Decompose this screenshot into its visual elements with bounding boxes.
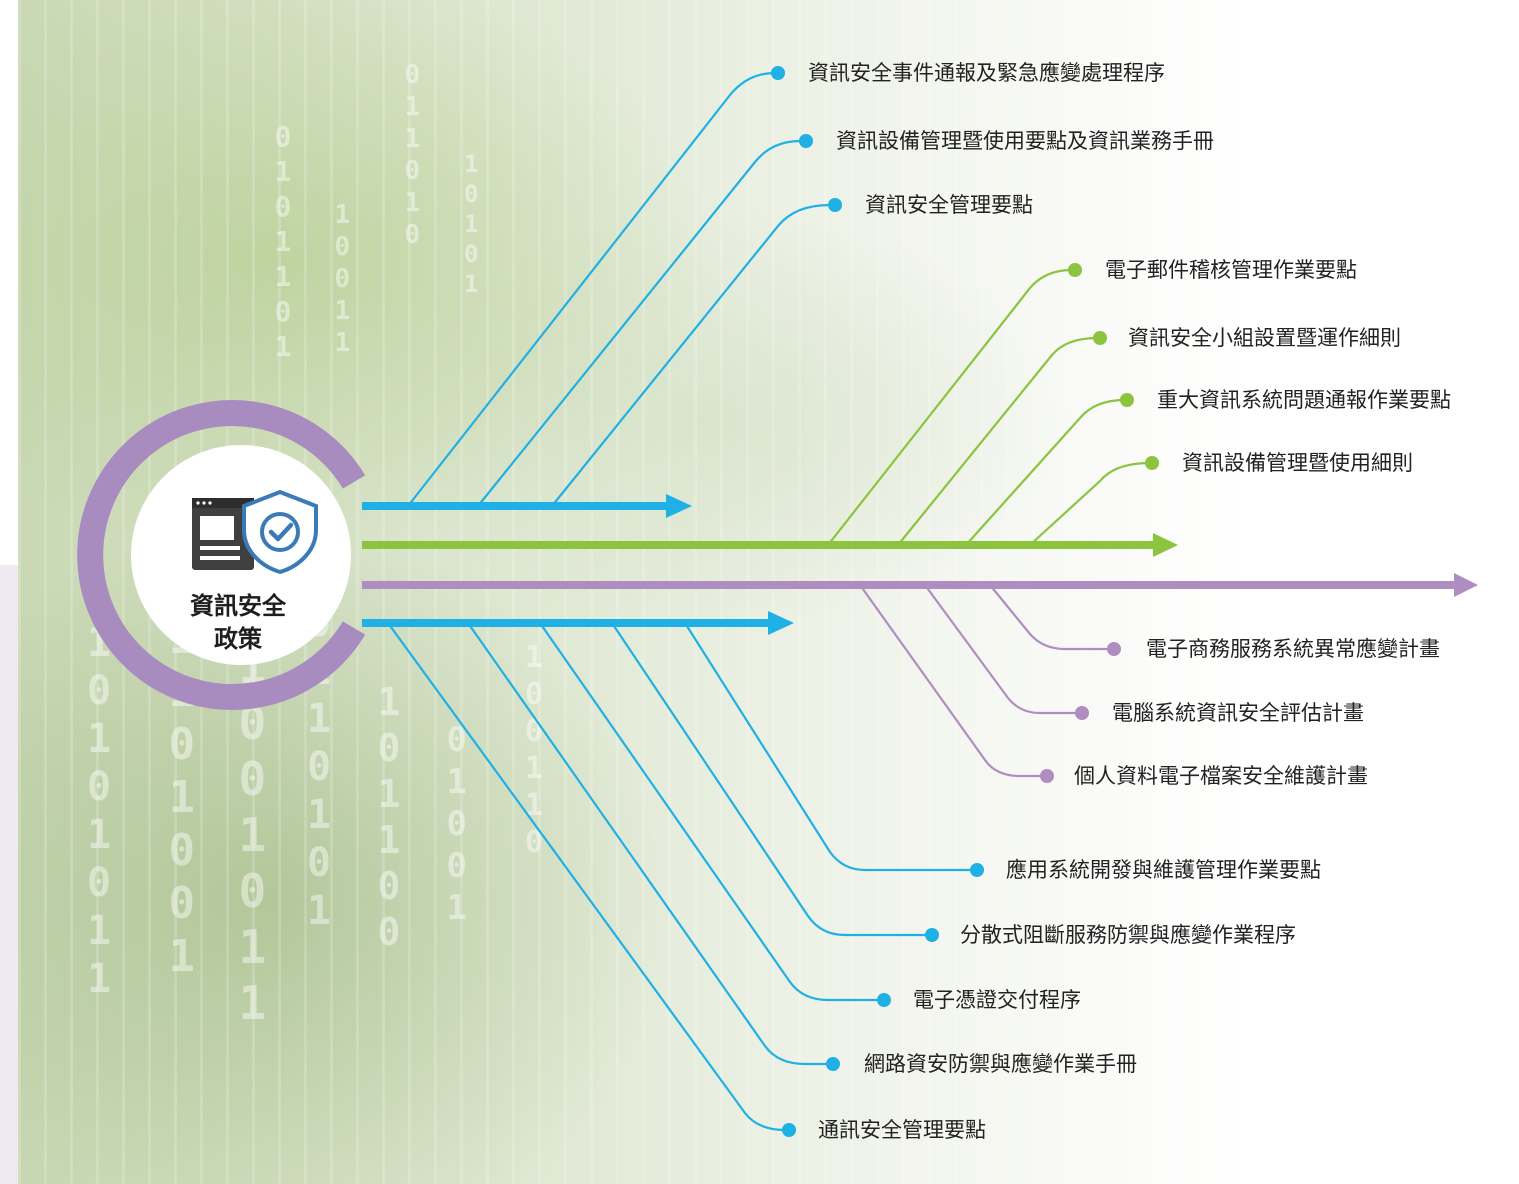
branch-label-blue-bottom-3: 電子憑證交付程序 (913, 988, 1081, 1012)
branch-label-purple-3: 個人資料電子檔案安全維護計畫 (1074, 764, 1368, 788)
main-arrow-green-head (1153, 533, 1178, 557)
hub-title: 資訊安全 政策 (178, 590, 298, 656)
branch-line-green-top-4 (1029, 461, 1151, 546)
branch-line-blue-top-3 (551, 203, 831, 507)
branch-label-blue-bottom-2: 分散式阻斷服務防禦與應變作業程序 (960, 923, 1296, 947)
branch-line-purple-1 (989, 584, 1112, 651)
branch-dot-green-top-4 (1145, 456, 1159, 470)
binary-column: 10101 (457, 150, 486, 300)
branch-dot-purple-2 (1075, 706, 1089, 720)
branch-dot-green-top-2 (1093, 331, 1107, 345)
shield-check-icon (192, 490, 318, 574)
branch-dot-blue-bottom-1 (970, 863, 984, 877)
hub-ring (77, 400, 366, 710)
branch-label-blue-bottom-4: 網路資安防禦與應變作業手冊 (864, 1052, 1137, 1076)
branch-dot-blue-top-3 (828, 198, 842, 212)
branch-label-blue-top-1: 資訊安全事件通報及緊急應變處理程序 (808, 61, 1165, 85)
branch-line-purple-3 (859, 584, 1045, 778)
branch-line-blue-bottom-5 (387, 622, 788, 1132)
hub-title-line1: 資訊安全 (190, 592, 286, 620)
branch-label-green-top-4: 資訊設備管理暨使用細則 (1182, 451, 1413, 475)
branch-line-blue-bottom-1 (684, 622, 975, 872)
branch-label-green-top-3: 重大資訊系統問題通報作業要點 (1157, 388, 1451, 412)
branch-label-green-top-2: 資訊安全小組設置暨運作細則 (1128, 326, 1401, 350)
branch-line-blue-top-1 (407, 71, 776, 507)
branch-line-green-top-2 (897, 336, 1099, 546)
sidebar-strip (0, 565, 18, 1184)
branch-dot-blue-top-2 (799, 134, 813, 148)
branch-line-blue-bottom-3 (539, 622, 882, 1002)
branch-dot-green-top-1 (1068, 263, 1082, 277)
branch-line-green-top-3 (965, 398, 1126, 546)
branch-dot-blue-bottom-5 (782, 1123, 796, 1137)
branch-label-blue-bottom-1: 應用系統開發與維護管理作業要點 (1006, 858, 1321, 882)
branch-label-green-top-1: 電子郵件稽核管理作業要點 (1105, 258, 1357, 282)
hub-title-line2: 政策 (214, 625, 262, 653)
branch-label-purple-1: 電子商務服務系統異常應變計畫 (1146, 637, 1440, 661)
binary-column: 01001 (436, 720, 477, 930)
branch-dot-blue-bottom-2 (925, 928, 939, 942)
main-arrow-blue-bottom-head (768, 611, 794, 635)
binary-column: 011010 (397, 60, 428, 252)
binary-column: 0101101 (266, 120, 300, 365)
branch-line-green-top-1 (827, 268, 1073, 546)
branch-dot-purple-3 (1040, 769, 1054, 783)
binary-column: 101100 (366, 680, 411, 956)
main-arrow-blue-top-head (666, 494, 692, 518)
binary-column: 10101011 (76, 620, 122, 1004)
branch-dot-blue-bottom-4 (826, 1057, 840, 1071)
branch-line-blue-bottom-4 (467, 622, 832, 1066)
branch-dot-blue-bottom-3 (877, 993, 891, 1007)
branch-label-purple-2: 電腦系統資訊安全評估計畫 (1112, 701, 1364, 725)
branch-dot-purple-1 (1107, 642, 1121, 656)
branch-line-blue-bottom-2 (611, 622, 930, 937)
binary-column: 10011 (327, 200, 358, 360)
main-arrow-purple-head (1454, 573, 1478, 597)
branch-label-blue-top-2: 資訊設備管理暨使用要點及資訊業務手冊 (836, 129, 1214, 153)
branch-line-blue-top-2 (477, 139, 801, 507)
branch-line-purple-2 (924, 584, 1080, 715)
branch-label-blue-top-3: 資訊安全管理要點 (865, 193, 1033, 217)
branch-label-blue-bottom-5: 通訊安全管理要點 (818, 1118, 986, 1142)
branch-dot-blue-top-1 (771, 66, 785, 80)
branch-dot-green-top-3 (1120, 393, 1134, 407)
